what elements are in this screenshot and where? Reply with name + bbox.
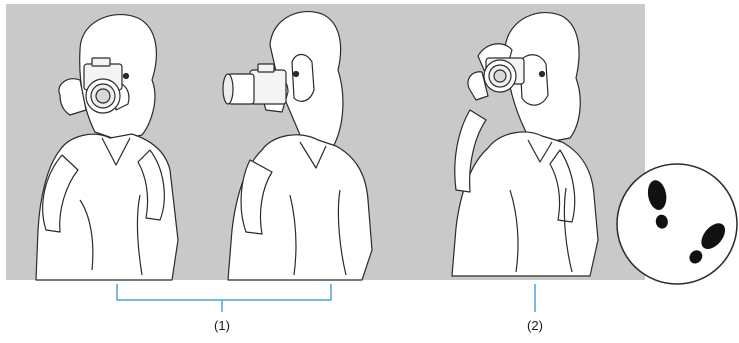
callout-label-2: (2) (527, 318, 543, 333)
callout-label-1: (1) (214, 318, 230, 333)
callout-bracket-1 (117, 284, 331, 312)
feet-stance-inset (617, 164, 737, 284)
